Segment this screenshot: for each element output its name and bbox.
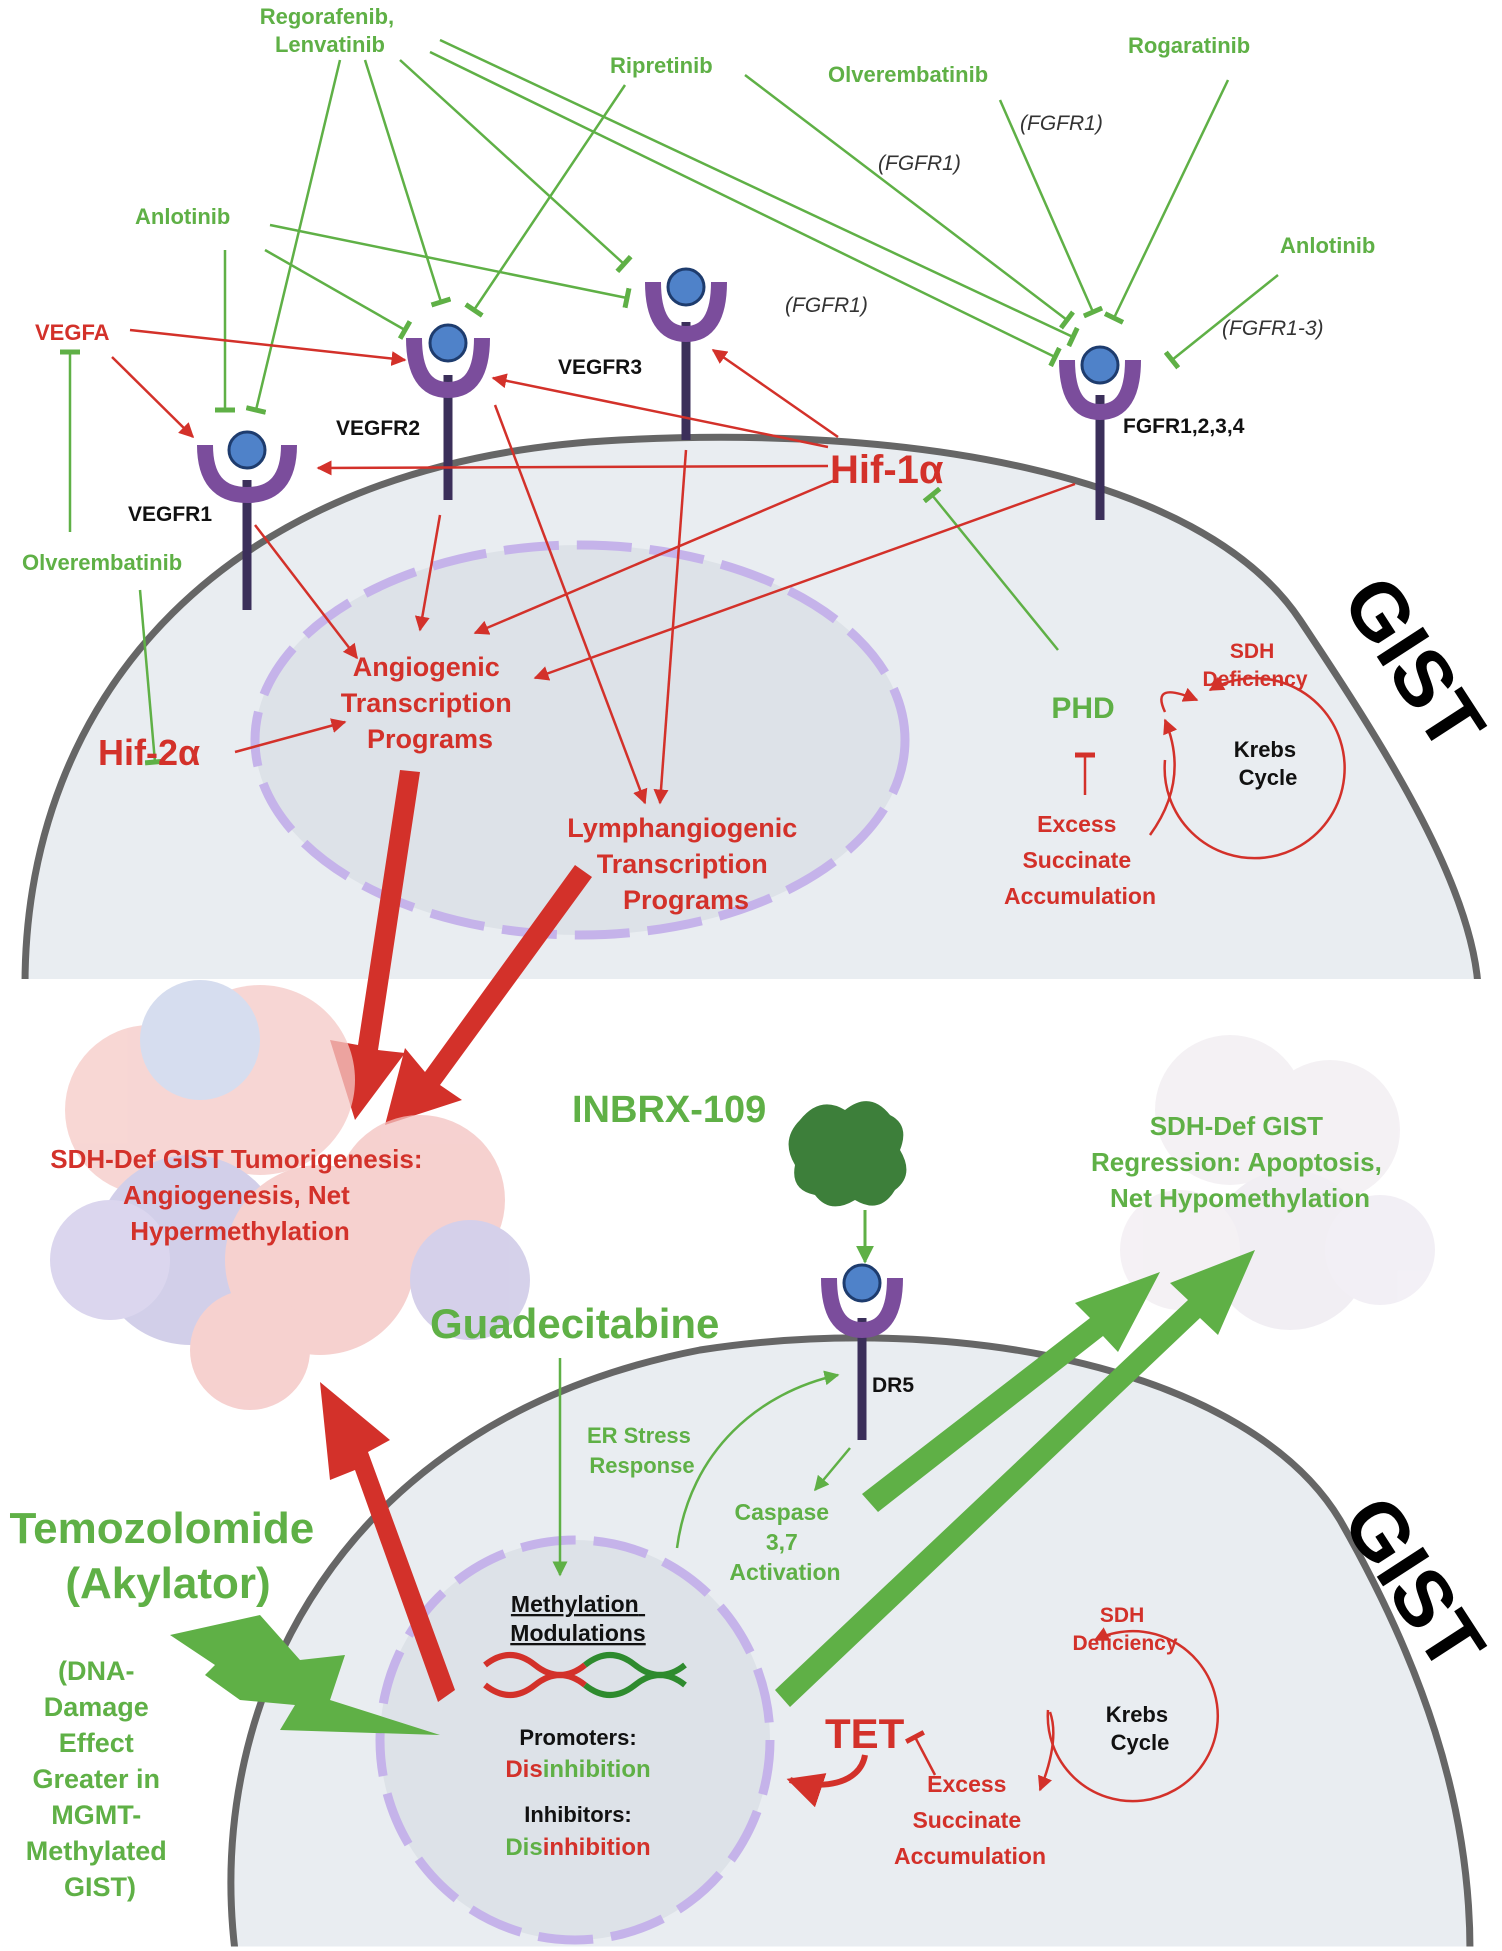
bottom-nucleus [375,1535,775,1945]
olverembatinib-top-label: Olverembatinib [828,62,988,87]
receptor-vegfr1: VEGFR1 [128,430,297,610]
guadecitabine-label: Guadecitabine [430,1300,719,1347]
sdh-bottom-label: SDH Deficiency [1072,1604,1177,1655]
vegfr3-label: VEGFR3 [558,356,642,379]
anlotinib-left-label: Anlotinib [135,204,230,229]
tumor-cluster-left [50,980,530,1410]
tet-arrow [786,1754,868,1808]
regorafenib-label: Regorafenib, Lenvatinib [260,4,401,57]
krebs-top-label: Krebs Cycle [1234,737,1302,790]
hif2a-label: Hif-2α [98,732,200,773]
er-stress-label: ER Stress Response [587,1423,697,1478]
inbrx109-label: INBRX-109 [572,1089,766,1131]
tumorigenesis-label: SDH-Def GIST Tumorigenesis: Angiogenesis… [50,1144,429,1246]
dna-damage-label: (DNA- Damage Effect Greater in MGMT- Met… [26,1656,175,1902]
krebs-bottom-label: Krebs Cycle [1106,1702,1174,1755]
drug-labels-top: Regorafenib, Lenvatinib Ripretinib Olver… [22,4,1375,575]
fgfr-note-a: (FGFR1) [1020,112,1103,135]
succinate-bottom-label: Excess Succinate Accumulation [894,1771,1046,1869]
vegfr2-label: VEGFR2 [336,417,420,440]
krebs-cycle-top: Krebs Cycle SDH Deficiency Excess Succin… [1004,640,1346,909]
dna-helix-icon [483,1652,687,1698]
olverembatinib-left-label: Olverembatinib [22,550,182,575]
methylation-label: Methylation Modulations [510,1591,645,1646]
fgfr-note-c: (FGFR1) [785,294,868,317]
anlotinib-right-label: Anlotinib [1280,233,1375,258]
top-cell: GIST [0,433,1502,991]
er-stress-arrow [675,1370,840,1549]
fgfr-note-d: (FGFR1-3) [1222,317,1324,340]
vegfa-label: VEGFA [35,320,110,345]
krebs-cycle-bottom: Krebs Cycle SDH Deficiency Excess Succin… [894,1604,1220,1869]
temozolomide-tumor-arrow [320,1382,455,1702]
regression-label: SDH-Def GIST Regression: Apoptosis, Net … [1091,1111,1389,1213]
dr5-label: DR5 [872,1374,914,1397]
receptor-fgfr: FGFR1,2,3,4 [1059,345,1245,520]
promoters-label: Promoters: [519,1725,636,1750]
succinate-tet-inhibition [904,1730,937,1776]
inhibition-lines-top [60,38,1279,766]
rogaratinib-label: Rogaratinib [1128,33,1250,58]
regression-cluster [1120,1035,1435,1330]
sdh-top-label: SDH Deficiency [1202,640,1307,691]
receptor-vegfr3: VEGFR3 [558,267,727,440]
temozolomide-label: Temozolomide (Akylator) [10,1504,327,1608]
angiogenic-programs-label: Angiogenic Transcription Programs [341,652,520,754]
tumorigenesis-arrows [330,770,592,1125]
receptor-vegfr2: VEGFR2 [336,323,490,500]
activation-arrows-top [111,328,1199,836]
dr5-caspase-arrow [814,1447,851,1492]
top-nucleus [250,540,910,940]
fgfr-label: FGFR1,2,3,4 [1123,415,1245,438]
inhibitors-value: Disinhibition [505,1834,650,1861]
receptor-dr5: DR5 [821,1263,914,1440]
regression-arrows [775,1250,1255,1707]
ripretinib-label: Ripretinib [610,53,713,78]
caspase-label: Caspase 3,7 Activation [729,1499,840,1585]
lymphangiogenic-programs-label: Lymphangiogenic Transcription Programs [567,813,805,915]
fgfr-note-b: (FGFR1) [878,152,961,175]
phd-label: PHD [1051,692,1114,725]
promoters-value: Disinhibition [505,1756,650,1783]
lightning-bolt-icon [170,1615,440,1735]
inbrx109-molecule-icon [788,1101,907,1207]
tet-label: TET [825,1710,905,1757]
succinate-top-label: Excess Succinate Accumulation [1004,811,1156,909]
vegfr1-label: VEGFR1 [128,503,212,526]
hif1a-label: Hif-1α [830,448,944,492]
inhibitors-label: Inhibitors: [524,1802,632,1827]
